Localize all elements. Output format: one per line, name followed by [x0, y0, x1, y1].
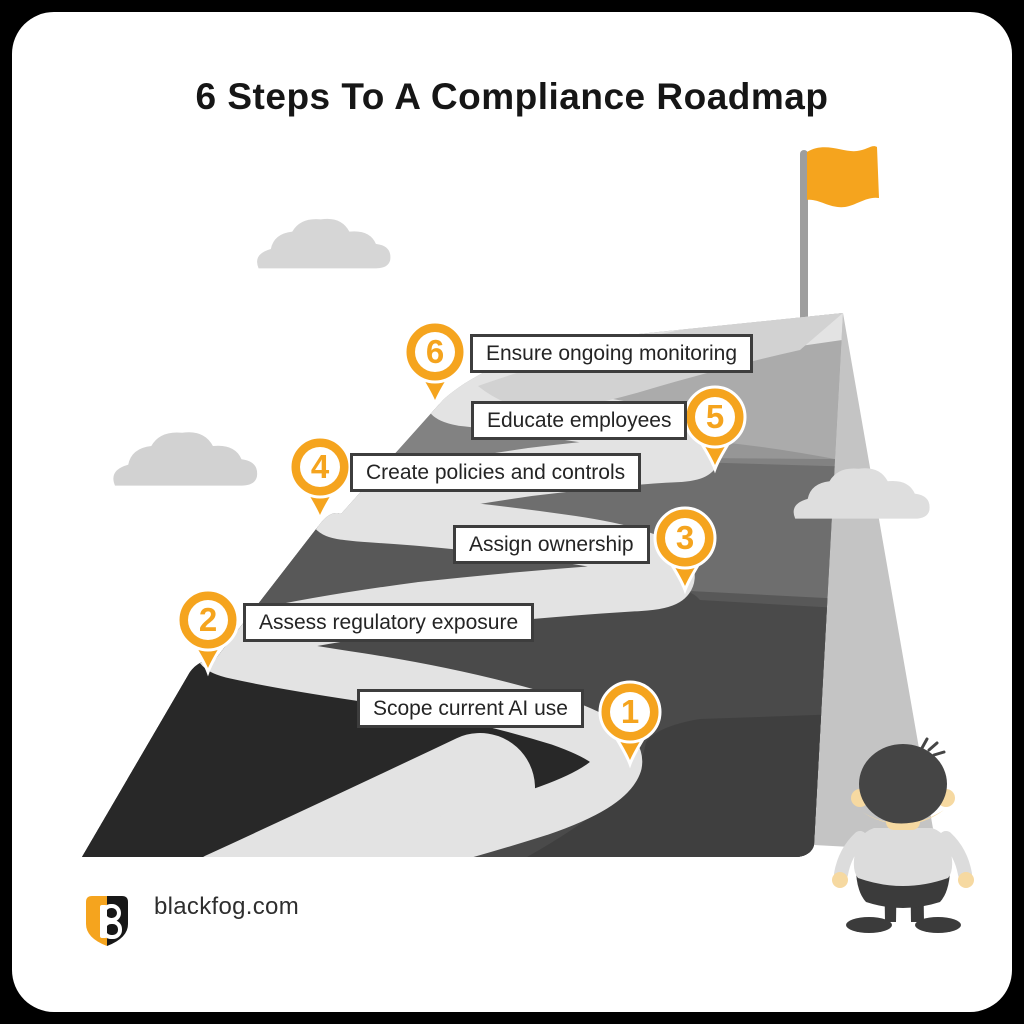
step-label-3: Assign ownership — [453, 525, 650, 564]
brand-footer: blackfog.com — [86, 893, 299, 921]
svg-text:6: 6 — [426, 333, 444, 370]
cloud-icon — [257, 218, 391, 269]
svg-text:3: 3 — [676, 519, 694, 556]
svg-text:1: 1 — [621, 693, 639, 730]
step-label-5: Educate employees — [471, 401, 688, 440]
svg-text:5: 5 — [706, 398, 724, 435]
svg-text:4: 4 — [311, 448, 330, 485]
step-pin-6: 6 — [403, 320, 467, 409]
climber-character — [832, 737, 974, 933]
step-label-4: Create policies and controls — [350, 453, 642, 492]
step-label-1: Scope current AI use — [357, 689, 584, 728]
step-label-6: Ensure ongoing monitoring — [470, 334, 753, 373]
step-label-2: Assess regulatory exposure — [243, 603, 535, 642]
svg-text:2: 2 — [199, 601, 217, 638]
step-pin-4: 4 — [288, 435, 352, 524]
page-title: 6 Steps To A Compliance Roadmap — [195, 76, 829, 117]
brand-website: blackfog.com — [154, 893, 299, 920]
cloud-icon — [113, 432, 258, 486]
step-pin-2: 2 — [176, 588, 240, 677]
blackfog-logo-icon — [86, 896, 128, 946]
step-pin-3: 3 — [653, 506, 717, 595]
summit-flag-icon — [800, 146, 879, 325]
mountain-side-face — [814, 313, 936, 851]
step-pin-1: 1 — [598, 680, 662, 769]
